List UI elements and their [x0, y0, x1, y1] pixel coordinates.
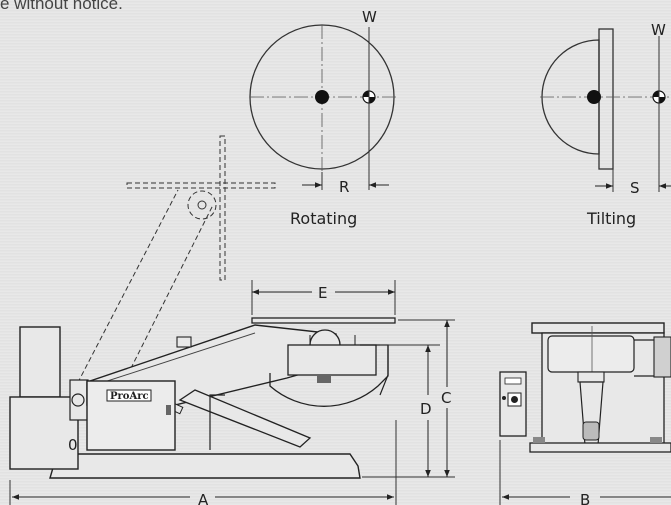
rotating-w-label: W	[362, 8, 377, 26]
front-table-top	[531, 322, 665, 334]
tilting-w-label: W	[651, 21, 666, 39]
rotating-title: Rotating	[290, 209, 357, 228]
dimension-b-label: B	[580, 491, 590, 505]
rotation-head	[287, 344, 377, 376]
base-plate	[49, 453, 361, 479]
rotating-r-label: R	[339, 178, 349, 196]
dimension-d-label: D	[420, 400, 432, 418]
tilting-s-label: S	[630, 179, 640, 197]
tilting-title: Tilting	[586, 209, 636, 228]
dimension-a-label: A	[198, 491, 209, 505]
side-view-drawing: 0 ProArc E	[9, 135, 455, 505]
dimension-e-label: E	[318, 284, 327, 302]
front-motor	[547, 335, 635, 373]
dimension-c-label: C	[441, 389, 451, 407]
side-cabinet	[9, 396, 79, 470]
tilting-center-dot	[587, 90, 601, 104]
notice-text: e without notice.	[0, 0, 123, 13]
tilting-table-plate	[598, 28, 614, 170]
counterweight-block	[19, 326, 61, 398]
work-table-top	[251, 317, 396, 324]
zero-label: 0	[68, 436, 78, 454]
front-view-drawing: B	[499, 322, 671, 505]
rotating-diagram: W R Rotating	[249, 8, 398, 228]
proarc-logo	[106, 389, 152, 402]
tilting-table-half-disk	[541, 39, 600, 155]
logo-text: ProArc	[110, 391, 149, 402]
tilting-diagram: W S Tilting	[540, 21, 671, 228]
rotation-center-dot	[315, 90, 329, 104]
